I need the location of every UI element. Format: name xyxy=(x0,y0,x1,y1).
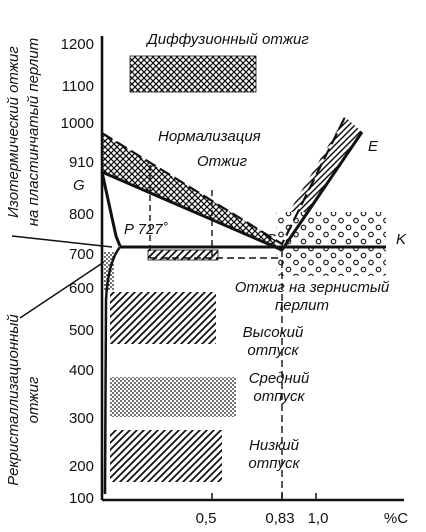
y-tick-1100: 1100 xyxy=(62,78,94,95)
se-line xyxy=(280,131,364,251)
y-tick-500: 500 xyxy=(69,322,94,339)
x-axis-unit: %С xyxy=(384,510,408,527)
point-k-label: K xyxy=(396,231,407,248)
point-g-label: G xyxy=(73,177,85,194)
spheroidizing-label-line1: Отжиг на зернистый xyxy=(235,279,390,296)
y-tick-400: 400 xyxy=(69,362,94,379)
x-tick-label-0-5: 0,5 xyxy=(196,510,217,527)
medium-tempering-label-line1: Средний xyxy=(249,370,310,387)
normalization-label: Нормализация xyxy=(158,128,261,145)
annealing-label: Отжиг xyxy=(197,153,248,170)
low-tempering-region xyxy=(110,430,222,482)
medium-tempering-region xyxy=(110,377,236,417)
low-tempering-label-line1: Низкий xyxy=(249,437,300,454)
high-tempering-region xyxy=(110,292,216,344)
y-tick-600: 600 xyxy=(69,280,94,297)
normalization-dashed-line xyxy=(101,116,346,246)
recrystallization-label-line1: Рекристаллизационный xyxy=(5,314,22,486)
high-tempering-label-line1: Высокий xyxy=(243,324,304,341)
gs-line xyxy=(101,170,283,252)
point-e-label: E xyxy=(368,138,379,155)
point-s-label: S xyxy=(266,231,276,248)
y-tick-1000: 1000 xyxy=(61,115,94,132)
x-tick-label-1-0: 1,0 xyxy=(308,510,329,527)
diffusion-annealing-region xyxy=(129,55,257,93)
gp-curve xyxy=(100,171,122,247)
y-tick-100: 100 xyxy=(69,490,94,507)
y-tick-1200: 1200 xyxy=(61,36,94,53)
y-tick-700: 700 xyxy=(69,246,94,263)
diffusion-annealing-title: Диффузионный отжиг xyxy=(145,31,309,48)
isothermal-label-line1: Изотермический отжиг xyxy=(5,46,22,218)
spheroidizing-label-line2: перлит xyxy=(275,297,329,314)
medium-tempering-label-line2: отпуск xyxy=(253,388,305,405)
y-tick-800: 800 xyxy=(69,206,94,223)
recrystallization-pointer xyxy=(19,261,105,319)
low-tempering-label-line2: отпуск xyxy=(248,455,300,472)
isothermal-region xyxy=(147,249,219,261)
high-tempering-label-line2: отпуск xyxy=(247,342,299,359)
y-tick-300: 300 xyxy=(69,410,94,427)
isothermal-pointer xyxy=(11,235,113,248)
recrystallization-label-line2: отжиг xyxy=(25,376,42,423)
point-p-label: P 727˚ xyxy=(124,221,169,238)
y-tick-910: 910 xyxy=(69,154,94,171)
y-tick-200: 200 xyxy=(69,458,94,475)
x-tick-label-0-83: 0,83 xyxy=(265,510,294,527)
isothermal-label-line2: на пластинчатый перлит xyxy=(25,38,42,226)
spheroidizing-region xyxy=(276,212,386,276)
ferrite-solvus xyxy=(103,246,122,495)
